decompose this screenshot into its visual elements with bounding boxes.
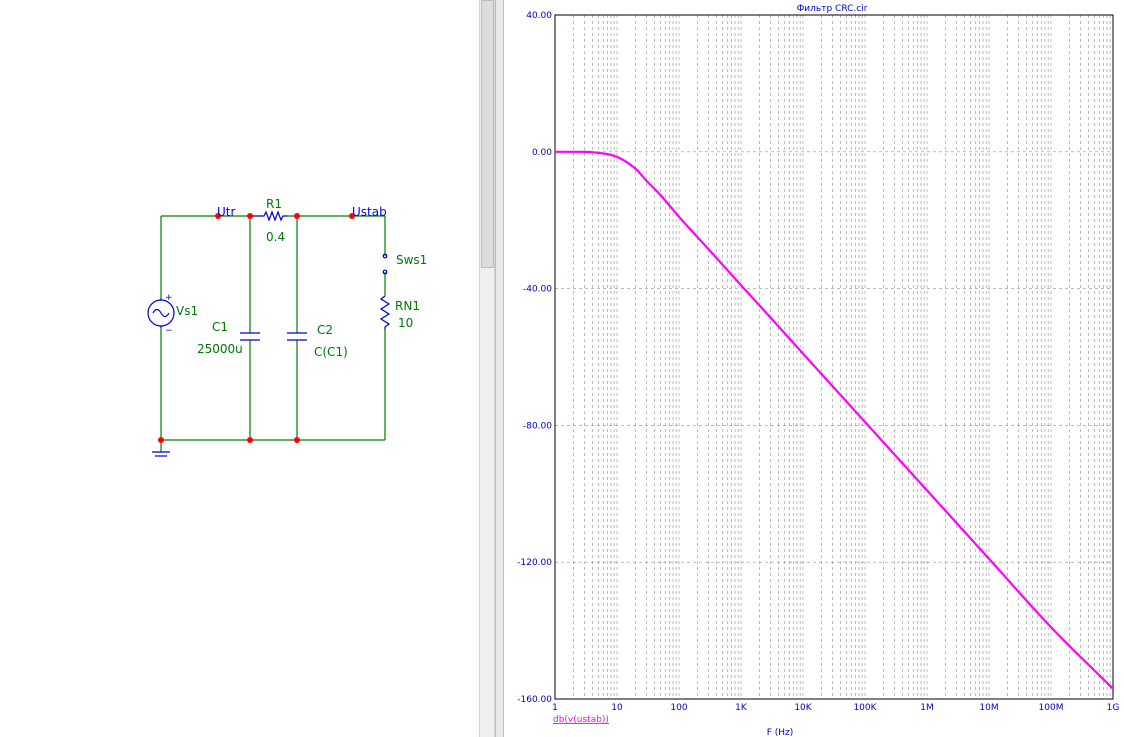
node-label-ustab: Ustab xyxy=(352,205,387,219)
x-tick-label: 1G xyxy=(1107,703,1120,713)
c1-name: C1 xyxy=(212,320,228,334)
ground-symbol xyxy=(152,451,170,457)
y-tick-label: -160.00 xyxy=(517,695,552,705)
chart-title: Фильтр CRC.cir xyxy=(797,4,868,14)
y-tick-label: -120.00 xyxy=(517,558,552,568)
bode-plot[interactable]: Фильтр CRC.cir 40.00 0.00 -40.00 -80.00 -120… xyxy=(504,0,1124,737)
x-tick-label: 10 xyxy=(611,703,623,713)
c2-capacitor[interactable] xyxy=(287,332,307,341)
legend-series-name: db(v(ustab)) xyxy=(553,715,609,725)
c2-value: C(C1) xyxy=(314,345,348,359)
plot-grid xyxy=(555,14,1113,700)
vs1-minus: − xyxy=(165,326,173,336)
c1-capacitor[interactable] xyxy=(240,332,260,341)
y-tick-label: -80.00 xyxy=(523,421,552,431)
wires xyxy=(160,215,386,452)
plot-frame xyxy=(554,14,1114,700)
rn1-value: 10 xyxy=(398,316,413,330)
x-tick-label: 1M xyxy=(920,703,934,713)
pane-splitter[interactable] xyxy=(495,0,504,737)
node-dot xyxy=(349,213,355,219)
x-axis-ticks: 1 10 100 1K 10K 100K 1M 10M 100M 1G xyxy=(552,703,1119,713)
node-dots xyxy=(158,213,355,443)
sws1-name: Sws1 xyxy=(396,253,427,267)
rn1-resistor[interactable] xyxy=(379,295,391,330)
schematic-canvas[interactable]: Utr Ustab R1 0.4 Vs1 + − C1 25000u C2 C(… xyxy=(0,0,480,737)
node-dot xyxy=(247,437,253,443)
sws1-switch[interactable] xyxy=(382,253,388,275)
vs1-name: Vs1 xyxy=(176,304,198,318)
x-tick-label: 100K xyxy=(853,703,877,713)
y-tick-label: -40.00 xyxy=(523,285,552,295)
node-dot xyxy=(294,437,300,443)
c1-value: 25000u xyxy=(197,342,243,356)
x-tick-label: 10M xyxy=(979,703,998,713)
rn1-name: RN1 xyxy=(395,299,420,313)
x-tick-label: 100 xyxy=(670,703,687,713)
scrollbar-thumb[interactable] xyxy=(481,0,494,268)
c2-name: C2 xyxy=(317,323,333,337)
y-axis-ticks: 40.00 0.00 -40.00 -80.00 -120.00 -160.00 xyxy=(517,11,552,705)
vs1-plus: + xyxy=(165,293,173,303)
x-tick-label: 100M xyxy=(1039,703,1064,713)
vertical-scrollbar[interactable] xyxy=(479,0,495,737)
node-dot xyxy=(158,437,164,443)
y-tick-label: 0.00 xyxy=(532,148,552,158)
vs1-source[interactable] xyxy=(147,298,175,328)
node-dot xyxy=(294,213,300,219)
node-dot xyxy=(215,213,221,219)
x-tick-label: 1K xyxy=(735,703,748,713)
x-tick-label: 1 xyxy=(552,703,558,713)
y-tick-label: 40.00 xyxy=(526,11,552,21)
r1-resistor[interactable] xyxy=(250,210,288,222)
node-label-utr: Utr xyxy=(217,205,235,219)
series-line xyxy=(555,150,1114,690)
r1-name: R1 xyxy=(266,197,282,211)
x-tick-label: 10K xyxy=(794,703,812,713)
r1-value: 0.4 xyxy=(266,230,285,244)
x-axis-label: F (Hz) xyxy=(767,728,794,737)
node-dot xyxy=(247,213,253,219)
